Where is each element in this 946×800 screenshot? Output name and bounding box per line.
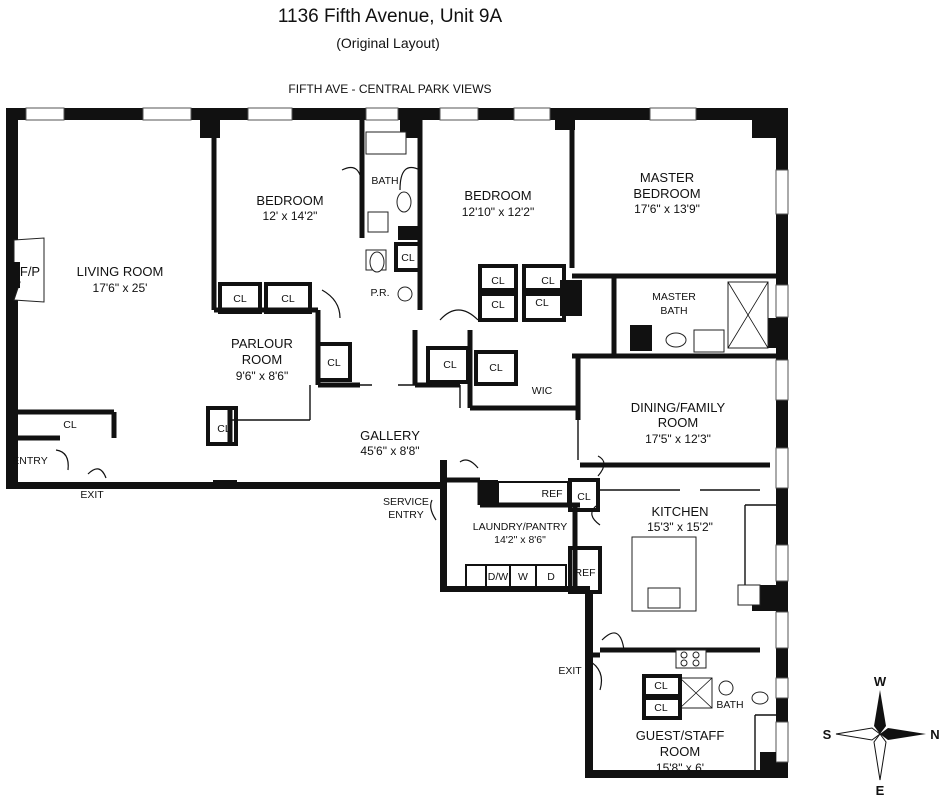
room-name-line1: PARLOUR bbox=[231, 336, 293, 351]
room-name-line1: DINING/FAMILY bbox=[631, 400, 726, 415]
room-dimensions: 12'10" x 12'2" bbox=[462, 205, 535, 219]
room-bedroom-1: BEDROOM 12' x 14'2" bbox=[256, 193, 323, 223]
entry-label: ENTRY bbox=[12, 455, 47, 467]
room-name: GALLERY bbox=[360, 428, 420, 443]
closet-label: CL bbox=[654, 680, 668, 692]
room-dimensions: 17'6" x 13'9" bbox=[634, 202, 700, 216]
room-name-line2: ROOM bbox=[660, 744, 700, 759]
room-name-line1: GUEST/STAFF bbox=[636, 728, 725, 743]
closet-label: CL bbox=[577, 491, 591, 503]
room-living: LIVING ROOM 17'6" x 25' bbox=[77, 264, 164, 295]
room-master-bath: MASTER BATH bbox=[652, 291, 696, 317]
room-powder-label: P.R. bbox=[370, 287, 389, 299]
fireplace-label: F/P bbox=[20, 264, 40, 279]
room-name-line1: MASTER bbox=[652, 291, 696, 303]
service-entry-label-line2: ENTRY bbox=[388, 509, 423, 521]
room-laundry: LAUNDRY/PANTRY 14'2" x 8'6" bbox=[473, 521, 568, 546]
compass-s: S bbox=[823, 727, 832, 742]
fireplace: F/P bbox=[8, 237, 45, 303]
exit-label: EXIT bbox=[80, 489, 104, 501]
room-bath2-label: BATH bbox=[716, 699, 743, 711]
closet-labels: CL CL CL CL CL CL CL CL CL CL CL CL CL C… bbox=[63, 252, 668, 714]
closet-label: CL bbox=[281, 293, 295, 305]
room-dimensions: 9'6" x 8'6" bbox=[236, 369, 288, 383]
room-dimensions: 45'6" x 8'8" bbox=[360, 444, 419, 458]
room-name: BEDROOM bbox=[256, 193, 323, 208]
closet-label: CL bbox=[233, 293, 247, 305]
guest-bath-fixtures bbox=[679, 677, 769, 709]
room-dimensions: 14'2" x 8'6" bbox=[494, 534, 546, 546]
room-dining: DINING/FAMILY ROOM 17'5" x 12'3" bbox=[631, 400, 726, 446]
ref-label: REF bbox=[575, 567, 596, 579]
room-name: BEDROOM bbox=[464, 188, 531, 203]
room-guest: GUEST/STAFF ROOM 15'8" x 6' bbox=[636, 728, 725, 775]
windows bbox=[25, 107, 789, 763]
kitchen-fixtures bbox=[631, 536, 761, 669]
room-name-line2: BATH bbox=[660, 305, 687, 317]
room-name-line2: BEDROOM bbox=[633, 186, 700, 201]
plan-subtitle: (Original Layout) bbox=[336, 35, 440, 51]
door-swings bbox=[55, 166, 625, 691]
entry-labels: ENTRY EXIT SERVICE ENTRY EXIT bbox=[12, 455, 582, 677]
bath-fixtures bbox=[365, 131, 420, 302]
appliance-boxes bbox=[465, 481, 569, 588]
room-name: KITCHEN bbox=[651, 504, 708, 519]
room-name-line2: ROOM bbox=[242, 352, 282, 367]
compass-arrow-down bbox=[873, 733, 887, 781]
room-dimensions: 12' x 14'2" bbox=[263, 209, 318, 223]
kitchen-counter-dark bbox=[482, 480, 498, 504]
appliance-labels: REF REF D/W W D bbox=[488, 488, 596, 583]
closet-label: CL bbox=[491, 275, 505, 287]
room-master-bedroom: MASTER BEDROOM 17'6" x 13'9" bbox=[633, 170, 700, 216]
closet-label: CL bbox=[217, 423, 231, 435]
compass-arrow-left bbox=[835, 727, 881, 741]
room-gallery: GALLERY 45'6" x 8'8" bbox=[360, 428, 420, 458]
room-name: LIVING ROOM bbox=[77, 264, 164, 279]
compass-arrow-north-up bbox=[874, 690, 886, 734]
room-bedroom-2: BEDROOM 12'10" x 12'2" bbox=[462, 188, 535, 219]
room-name-line2: ROOM bbox=[658, 415, 698, 430]
room-wic-label: WIC bbox=[532, 385, 553, 397]
street-label: FIFTH AVE - CENTRAL PARK VIEWS bbox=[288, 82, 491, 96]
closet-label: CL bbox=[535, 297, 549, 309]
closet-label: CL bbox=[541, 275, 555, 287]
dishwasher-label: D/W bbox=[488, 571, 509, 583]
kitchen-exit-label: EXIT bbox=[558, 665, 582, 677]
room-dimensions: 17'6" x 25' bbox=[93, 281, 148, 295]
closet-label: CL bbox=[491, 299, 505, 311]
compass-e: E bbox=[876, 783, 885, 798]
room-parlour: PARLOUR ROOM 9'6" x 8'6" bbox=[231, 336, 293, 383]
compass-arrow-right bbox=[880, 728, 926, 740]
closet-boxes bbox=[206, 242, 682, 720]
room-dimensions: 15'8" x 6' bbox=[656, 761, 704, 775]
room-dimensions: 17'5" x 12'3" bbox=[645, 432, 711, 446]
master-bath-fixtures bbox=[630, 281, 769, 353]
compass-w: W bbox=[874, 674, 887, 689]
room-name-line1: MASTER bbox=[640, 170, 694, 185]
interior-detail-lines bbox=[230, 384, 776, 770]
plan-title: 1136 Fifth Avenue, Unit 9A bbox=[278, 6, 503, 27]
room-kitchen: KITCHEN 15'3" x 15'2" bbox=[647, 504, 713, 534]
closet-label: CL bbox=[489, 362, 503, 374]
closet-label: CL bbox=[327, 357, 341, 369]
ref-label: REF bbox=[542, 488, 563, 500]
service-entry-label-line1: SERVICE bbox=[383, 496, 429, 508]
closet-label: CL bbox=[443, 359, 457, 371]
room-name: LAUNDRY/PANTRY bbox=[473, 521, 568, 533]
closet-label: CL bbox=[654, 702, 668, 714]
closet-label: CL bbox=[401, 252, 415, 264]
compass-n: N bbox=[930, 727, 939, 742]
washer-label: W bbox=[518, 571, 528, 583]
closet-label: CL bbox=[63, 419, 77, 431]
compass-rose: W E S N bbox=[823, 674, 940, 798]
room-bath-label: BATH bbox=[371, 175, 398, 187]
dryer-label: D bbox=[547, 571, 555, 583]
room-dimensions: 15'3" x 15'2" bbox=[647, 520, 713, 534]
